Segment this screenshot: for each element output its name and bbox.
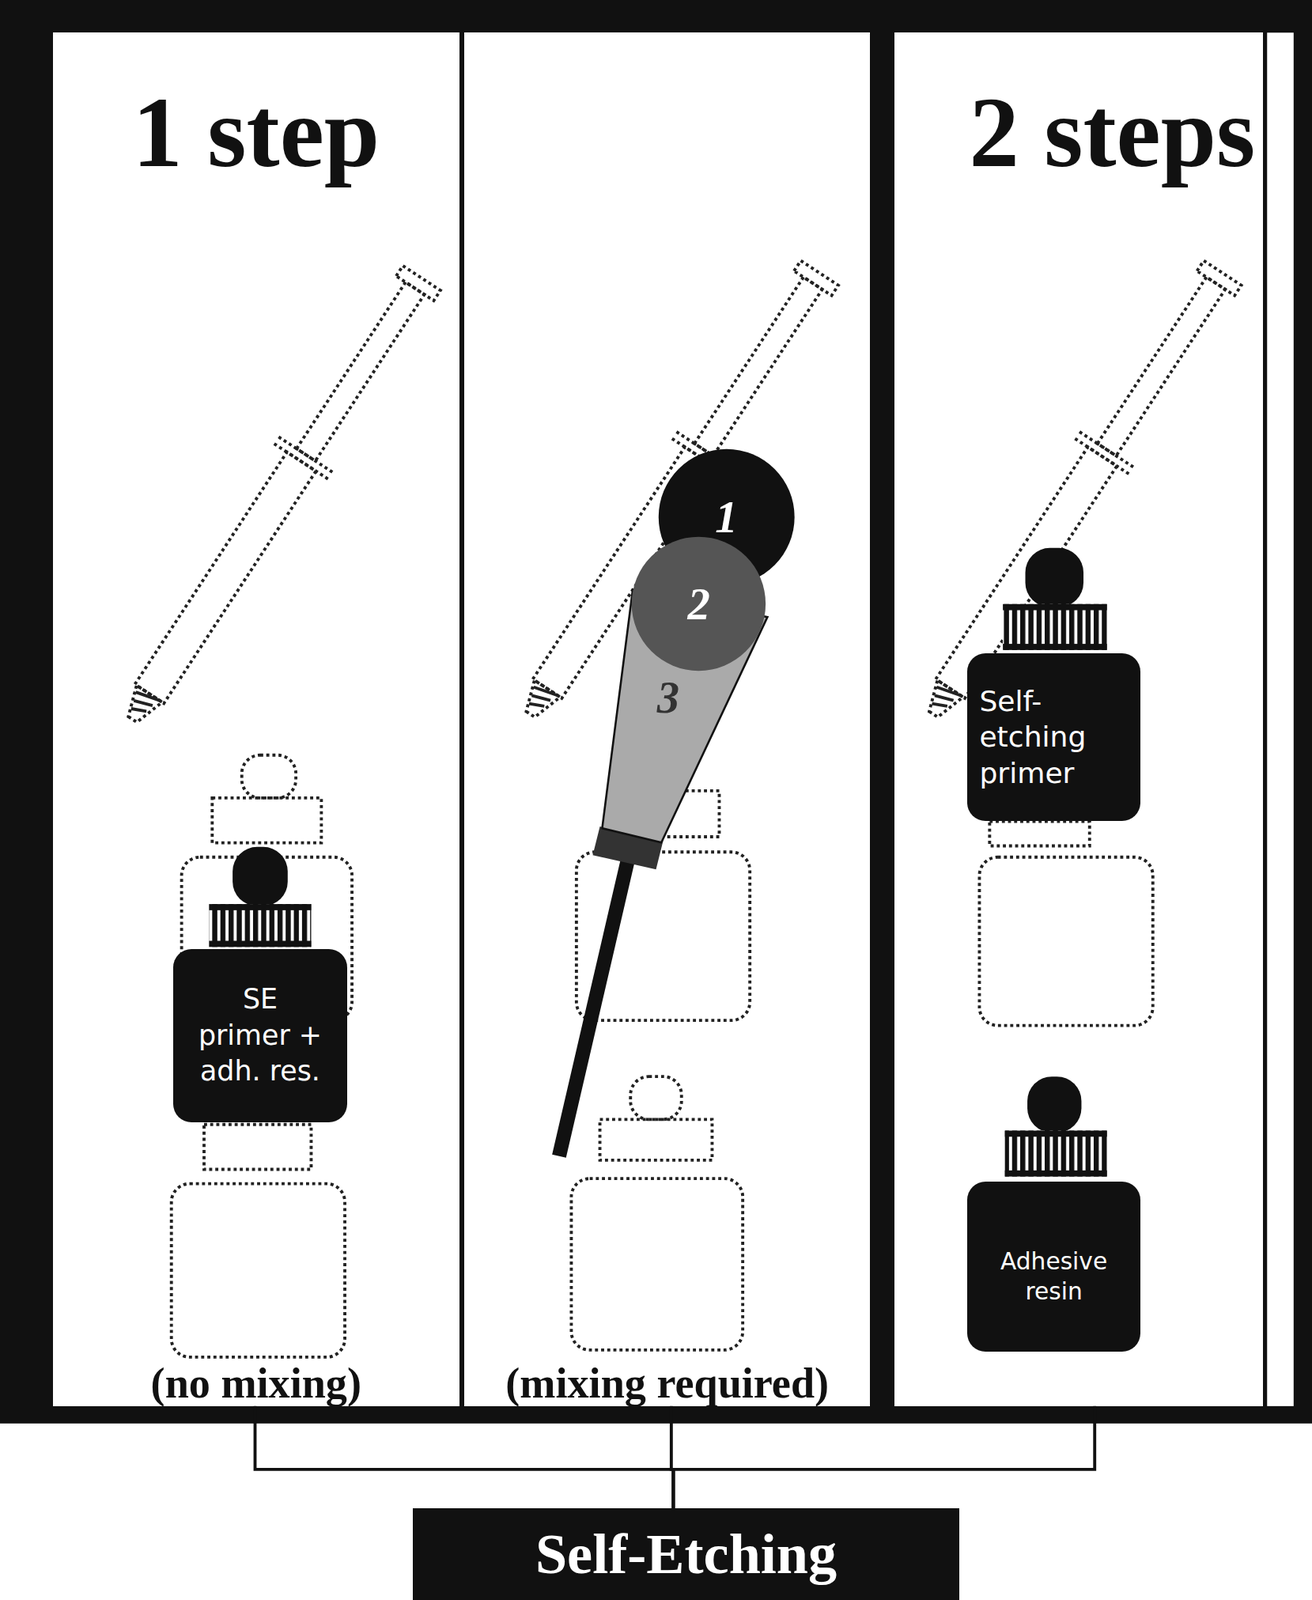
bracket-connector bbox=[255, 1406, 674, 1509]
bottle-body: Self-etching primer bbox=[967, 653, 1141, 822]
bracket-connector bbox=[673, 1406, 1095, 1509]
step-heading: 1 step bbox=[52, 75, 459, 190]
step-panel: 2 stepsSelf-etching primerAdhesive resin bbox=[894, 32, 1263, 1406]
bottle-label: Self-etching primer bbox=[979, 683, 1123, 791]
bottle-body: Adhesive resin bbox=[967, 1181, 1141, 1352]
panel-note: (no mixing) bbox=[52, 1358, 459, 1408]
step-panel: 1 step (no mixing) SE primer + adh. res. bbox=[52, 32, 459, 1406]
step-heading: 2 steps bbox=[969, 75, 1256, 190]
wedge-shape bbox=[601, 589, 768, 844]
step-panel: (mixing required) 12 3 bbox=[464, 32, 870, 1406]
step-circle: 2 bbox=[630, 535, 768, 673]
bottle-label: Adhesive resin bbox=[977, 1246, 1131, 1308]
category-label: Self-Etching bbox=[535, 1521, 837, 1588]
callout-number: 1 bbox=[714, 491, 738, 543]
callout-number: 3 bbox=[642, 671, 695, 723]
panel-note: (mixing required) bbox=[464, 1358, 870, 1408]
callout-number: 2 bbox=[687, 578, 710, 630]
bottle-body: SE primer + adh. res. bbox=[173, 949, 347, 1123]
black-frame bbox=[0, 0, 1312, 1424]
side-strip bbox=[1266, 32, 1294, 1407]
category-box: Self-Etching bbox=[412, 1508, 959, 1600]
bottle-label: SE primer + adh. res. bbox=[196, 981, 326, 1089]
circle-shape bbox=[631, 536, 766, 671]
bracket-connector bbox=[671, 1406, 674, 1509]
